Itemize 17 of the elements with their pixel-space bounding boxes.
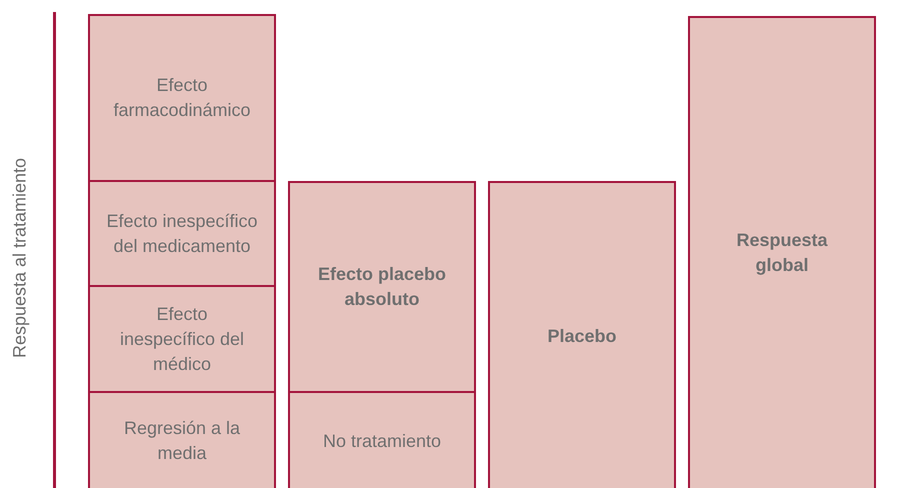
bar-segment xyxy=(688,16,876,488)
bar-segment xyxy=(88,14,276,182)
segment-label: Regresión a la media xyxy=(122,417,242,465)
segment-label: Efecto farmacodinámico xyxy=(112,74,252,122)
segment-label: Efecto placebo absoluto xyxy=(316,263,448,311)
bar-segment xyxy=(288,181,476,393)
segment-label: Respuesta global xyxy=(735,229,829,277)
bar-segment xyxy=(488,181,676,488)
bar-segment xyxy=(88,180,276,287)
axis-title: Respuesta al tratamiento xyxy=(10,158,30,358)
bar-segment xyxy=(88,285,276,393)
segment-label: Efecto inespecífico del médico xyxy=(118,302,246,376)
segment-label: No tratamiento xyxy=(322,430,442,452)
bar-segment xyxy=(88,391,276,488)
bar-segment xyxy=(288,391,476,488)
segment-label: Placebo xyxy=(547,324,617,348)
segment-label: Efecto inespecífico del medicamento xyxy=(105,210,259,258)
